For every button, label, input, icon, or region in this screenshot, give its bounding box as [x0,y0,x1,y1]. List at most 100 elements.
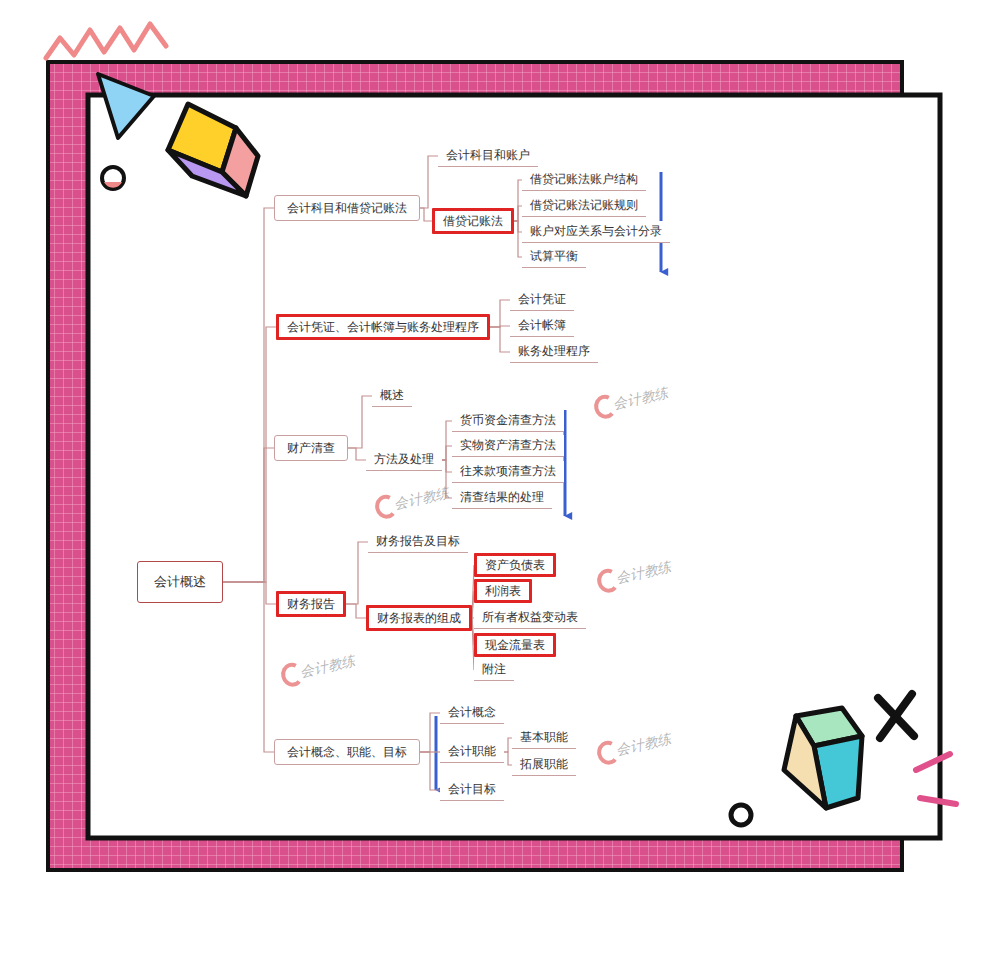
black-circle [731,805,751,825]
branch-line [442,460,452,472]
branch-line [442,421,452,460]
node-text: 往来款项清查方法 [460,463,556,479]
branch-line [504,738,512,752]
node-text: 会计概念 [448,704,496,720]
white-panel [88,95,940,838]
subtopic-item: 实物资产清查方法 [452,435,564,457]
watermark-text: 会计教练 [281,653,357,684]
node-text: 方法及处理 [374,451,434,467]
triangle [98,74,154,138]
branch-line [514,221,522,257]
node-text: 账务处理程序 [518,343,590,359]
subtopic-item: 会计目标 [440,779,504,801]
branch-line [348,396,372,448]
subtopic-item: 现金流量表 [474,633,556,657]
node-text: 清查结果的处理 [460,489,544,505]
watermark: 会计教练 [597,731,673,764]
branch-line [223,448,274,582]
subtopic-item: 借贷记账法记账规则 [522,195,646,217]
watermark: 会计教练 [281,653,357,686]
branch-line [442,446,452,460]
subtopic-item: 清查结果的处理 [452,487,552,509]
branch-line [420,713,440,752]
node-text: 财务报表的组成 [377,610,461,626]
node-text: 借贷记账法记账规则 [530,197,638,213]
blue-arrows [436,172,661,790]
subtopic-item: 拓展职能 [512,754,576,776]
node-text: 会计职能 [448,743,496,759]
small-circle [102,167,124,189]
branch-line [223,582,276,604]
node-text: 财务报告及目标 [376,533,460,549]
node-text: 会计概念、职能、目标 [287,744,407,760]
watermark-text: 会计教练 [375,485,451,516]
node-text: 会计帐簿 [518,317,566,333]
branch-line [504,752,512,765]
topic-box: 财产清查 [274,435,348,461]
branch-line [346,542,368,604]
yellow-cube [168,104,258,196]
small-circle-fill [104,182,122,188]
topic-box: 财务报表的组成 [366,605,472,631]
subtopic-item: 会计科目和账户 [438,145,538,167]
subtopic-item: 试算平衡 [522,246,586,268]
topic-box: 借贷记账法 [432,208,514,234]
watermark-text: 会计教练 [597,559,673,590]
topic-box: 会计概念、职能、目标 [274,739,420,765]
subtopic-item: 财务报告及目标 [368,531,468,553]
node-text: 会计目标 [448,781,496,797]
node-text: 基本职能 [520,729,568,745]
node-text: 账户对应关系与会计分录 [530,223,662,239]
node-text: 附注 [482,661,506,677]
zigzag [46,24,166,58]
node-text: 借贷记账法 [443,213,503,229]
branch-line [346,604,366,618]
node-text: 会计概述 [154,574,206,590]
node-text: 会计凭证 [518,291,566,307]
subtopic-item: 会计帐簿 [510,315,574,337]
branch-line [223,327,276,582]
node-text: 概述 [380,387,404,403]
subtopic-item: 账户对应关系与会计分录 [522,221,670,243]
subtopic-item: 货币资金清查方法 [452,410,564,432]
subtopic-item: 概述 [372,385,412,407]
node-text: 借贷记账法账户结构 [530,171,638,187]
subtopic-item: 附注 [474,659,514,681]
subtopic-item: 方法及处理 [366,449,442,471]
node-text: 会计凭证、会计帐簿与账务处理程序 [287,319,479,335]
subtopic-item: 往来款项清查方法 [452,461,564,483]
watermark-text: 会计教练 [594,385,670,416]
watermark: 会计教练 [597,559,673,592]
node-text: 拓展职能 [520,756,568,772]
subtopic-item: 会计职能 [440,741,504,763]
branch-line [514,180,522,221]
branch-line [420,752,440,790]
topic-box: 会计科目和借贷记账法 [274,195,420,221]
subtopic-item: 会计概念 [440,702,504,724]
branch-line [490,300,510,327]
root-topic: 会计概述 [137,561,223,603]
subtopic-item: 借贷记账法账户结构 [522,169,646,191]
node-text: 利润表 [485,584,521,598]
branch-line [223,582,274,752]
watermark: 会计教练 [594,385,670,418]
subtopic-item: 账务处理程序 [510,341,598,363]
node-text: 货币资金清查方法 [460,412,556,428]
watermark-text: 会计教练 [597,731,673,762]
node-text: 试算平衡 [530,248,578,264]
branch-line [490,327,510,352]
teal-cube [784,708,862,808]
subtopic-item: 会计凭证 [510,289,574,311]
subtopic-item: 基本职能 [512,727,576,749]
branch-line [420,208,432,221]
node-text: 会计科目和借贷记账法 [287,200,407,216]
branch-line [348,448,366,460]
node-text: 财产清查 [287,440,335,456]
subtopic-item: 利润表 [474,579,532,603]
watermark: 会计教练 [375,485,451,518]
branch-line [514,206,522,221]
topic-box: 财务报告 [276,591,346,617]
node-text: 财务报告 [287,596,335,612]
branch-line [420,156,438,208]
